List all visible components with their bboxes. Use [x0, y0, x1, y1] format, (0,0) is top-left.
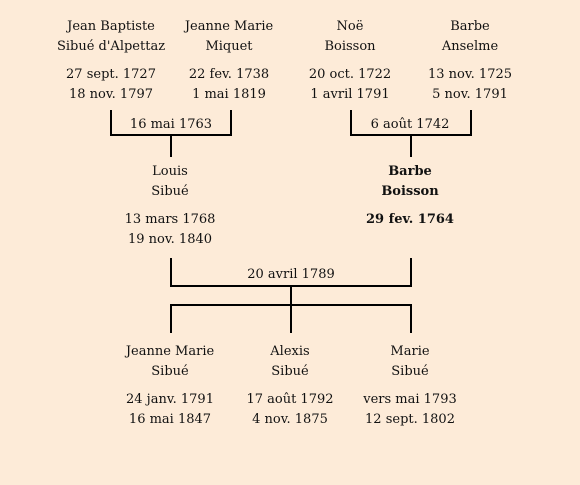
person-given-name: Barbe — [450, 19, 490, 34]
person-birth-date: 13 mars 1768 — [124, 212, 216, 227]
person-given-name: Jean Baptiste — [67, 19, 155, 34]
person-card: Louis Sibué 13 mars 1768 19 nov. 1840 — [95, 162, 245, 250]
person-death-date: 18 nov. 1797 — [68, 87, 154, 102]
person-death-date: 1 avril 1791 — [310, 87, 390, 102]
person-given-name: Alexis — [270, 344, 310, 359]
person-card: Jean Baptiste Sibué d'Alpettaz 27 sept. … — [36, 17, 186, 105]
person-death-date: 1 mai 1819 — [192, 87, 266, 102]
marriage-date-left: 16 mai 1763 — [129, 117, 213, 132]
person-card: Jeanne Marie Miquet 22 fev. 1738 1 mai 1… — [154, 17, 304, 105]
person-death-date: 5 nov. 1791 — [432, 87, 508, 102]
person-birth-date: 20 oct. 1722 — [308, 67, 392, 82]
person-card: Marie Sibué vers mai 1793 12 sept. 1802 — [335, 342, 485, 430]
person-given-name: Jeanne Marie — [184, 19, 274, 34]
person-birth-date: 13 nov. 1725 — [427, 67, 513, 82]
person-birth-date: 17 août 1792 — [246, 392, 334, 407]
person-death-date: 19 nov. 1840 — [127, 232, 213, 247]
person-surname: Anselme — [441, 39, 499, 54]
person-death-date: 12 sept. 1802 — [365, 412, 455, 427]
marriage-date-right: 6 août 1742 — [370, 117, 450, 132]
person-given-name: Barbe — [388, 164, 432, 179]
person-birth-date: 24 janv. 1791 — [126, 392, 214, 407]
person-surname: Miquet — [205, 39, 253, 54]
person-death-date: 16 mai 1847 — [128, 412, 212, 427]
person-death-date: 4 nov. 1875 — [252, 412, 328, 427]
person-given-name: Jeanne Marie — [125, 344, 215, 359]
person-card: Jeanne Marie Sibué 24 janv. 1791 16 mai … — [95, 342, 245, 430]
person-surname: Sibué — [391, 364, 429, 379]
person-card: Alexis Sibué 17 août 1792 4 nov. 1875 — [215, 342, 365, 430]
person-card-highlighted: Barbe Boisson 29 fev. 1764 — [335, 162, 485, 230]
person-surname: Boisson — [324, 39, 376, 54]
person-surname: Sibué d'Alpettaz — [56, 39, 166, 54]
person-surname: Sibué — [271, 364, 309, 379]
person-surname: Sibué — [151, 184, 189, 199]
person-card: Noë Boisson 20 oct. 1722 1 avril 1791 — [275, 17, 425, 105]
person-birth-date: vers mai 1793 — [363, 392, 457, 407]
person-birth-date: 29 fev. 1764 — [366, 212, 454, 227]
person-surname: Boisson — [381, 184, 439, 199]
person-surname: Sibué — [151, 364, 189, 379]
marriage-date-center: 20 avril 1789 — [247, 267, 335, 282]
person-birth-date: 27 sept. 1727 — [66, 67, 156, 82]
person-given-name: Marie — [390, 344, 430, 359]
person-given-name: Noë — [336, 19, 364, 34]
person-birth-date: 22 fev. 1738 — [188, 67, 270, 82]
person-given-name: Louis — [152, 164, 188, 179]
person-card: Barbe Anselme 13 nov. 1725 5 nov. 1791 — [395, 17, 545, 105]
